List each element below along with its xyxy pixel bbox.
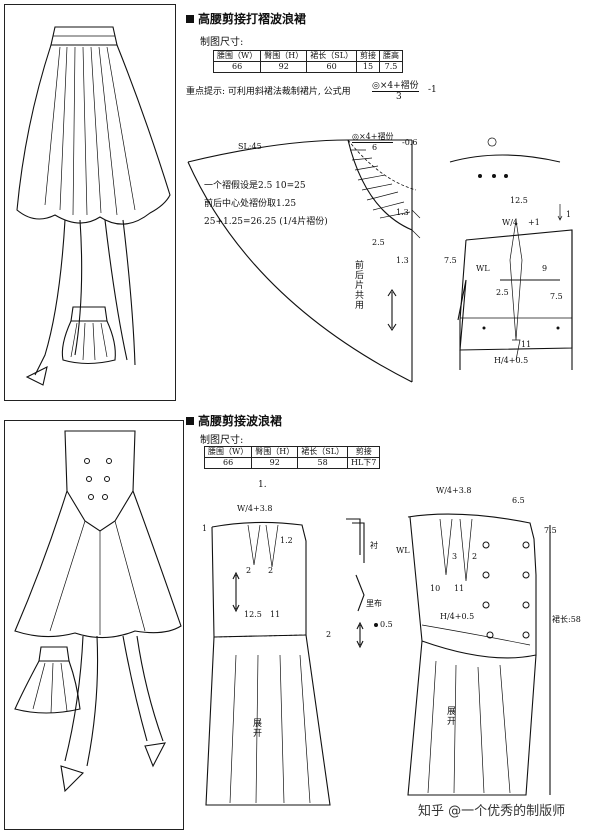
table-cell: 臀围（H） bbox=[260, 50, 308, 62]
fan-formula-suffix: -0.6 bbox=[402, 138, 418, 147]
hint-formula-suffix: -1 bbox=[428, 85, 437, 95]
table-cell: 腰围（W） bbox=[212, 50, 262, 62]
fan-vertical-label: 前后片共用 bbox=[353, 260, 363, 310]
left-1: 1 bbox=[202, 524, 208, 533]
bodice-125: 12.5 bbox=[510, 196, 528, 205]
illustration-frame-bottom bbox=[4, 420, 184, 830]
section1-hint: 重点提示: 可利用斜裙法裁制裙片, 公式用 bbox=[186, 87, 351, 97]
table-cell: 腰围（W） bbox=[203, 446, 253, 458]
fan-pattern-drawing bbox=[187, 139, 421, 383]
table-header-row: 腰围（W） 臀围（H） 裙长（SL） 剪接 腰高 bbox=[212, 50, 404, 62]
fan-measure: 1.3 bbox=[396, 208, 409, 217]
left-2a: 2 bbox=[246, 566, 252, 575]
right-75: 7.5 bbox=[544, 526, 557, 535]
table-cell: 腰高 bbox=[379, 50, 404, 62]
table-cell: 66 bbox=[212, 61, 262, 73]
fan-note-2: 前后中心处褶份取1.25 bbox=[204, 199, 297, 209]
bodice-11: 11 bbox=[521, 340, 532, 349]
bodice-w4: W/4 bbox=[502, 218, 519, 227]
bodice-h4: H/4+0.5 bbox=[494, 356, 529, 365]
table-cell: 92 bbox=[260, 61, 308, 73]
table-cell: HL下7 bbox=[347, 457, 381, 469]
right-w4: W/4+3.8 bbox=[436, 486, 472, 495]
left-12: 1.2 bbox=[280, 536, 293, 545]
left-2b: 2 bbox=[268, 566, 274, 575]
right-10: 10 bbox=[430, 584, 441, 593]
illustration-frame-top bbox=[4, 4, 176, 401]
bodice-plus1: +1 bbox=[528, 218, 540, 227]
fan-formula-top: ◎×4+褶份 bbox=[352, 132, 394, 143]
right-h4: H/4+0.5 bbox=[440, 612, 475, 621]
hint-formula-top: ◎×4+褶份 bbox=[372, 78, 419, 92]
bullet-square-icon bbox=[186, 15, 194, 23]
table-cell: 7.5 bbox=[379, 61, 404, 73]
table-cell: 15 bbox=[356, 61, 381, 73]
right-open-label: 展开 bbox=[445, 706, 455, 726]
step-number: 1. bbox=[258, 480, 267, 490]
section1-size-table: 腰围（W） 臀围（H） 裙长（SL） 剪接 腰高 66 92 60 15 7.5 bbox=[212, 50, 404, 73]
right-panel-drawing bbox=[407, 513, 551, 796]
section2-title: 高腰剪接波浪裙 bbox=[186, 412, 282, 429]
section1-title: 高腰剪接打褶波浪裙 bbox=[186, 10, 306, 27]
fan-note-1: 一个褶假设是2.5 10=25 bbox=[204, 181, 306, 191]
table-cell: 92 bbox=[251, 457, 299, 469]
bodice-75a: 7.5 bbox=[444, 256, 457, 265]
watermark: 知乎 @一个优秀的制版师 bbox=[418, 804, 566, 819]
fan-note-3: 25+1.25=26.25 (1/4片褶份) bbox=[204, 217, 328, 227]
right-2: 2 bbox=[472, 552, 478, 561]
skirt-illustration-2 bbox=[14, 430, 182, 793]
bullet-square-icon bbox=[186, 417, 194, 425]
bodice-pattern-drawing bbox=[449, 137, 573, 370]
right-3: 3 bbox=[452, 552, 458, 561]
fan-formula-bottom: 6 bbox=[372, 143, 378, 152]
table-cell: 臀围（H） bbox=[251, 446, 299, 458]
table-row: 66 92 60 15 7.5 bbox=[212, 61, 404, 73]
fan-sl-label: SL:45 bbox=[238, 142, 262, 151]
lining-label: 衬 bbox=[370, 541, 378, 550]
bodice-25: 2.5 bbox=[496, 288, 509, 297]
middle-pieces-drawing bbox=[346, 518, 378, 649]
left-11: 11 bbox=[270, 610, 281, 619]
bodice-down1: 1 bbox=[566, 210, 572, 219]
left-panel-drawing bbox=[205, 521, 331, 806]
bodice-9: 9 bbox=[542, 264, 548, 273]
left-w4: W/4+3.8 bbox=[237, 504, 273, 513]
left-2c: 2 bbox=[326, 630, 332, 639]
right-11: 11 bbox=[454, 584, 465, 593]
table-cell: 60 bbox=[306, 61, 358, 73]
table-cell: 裙长（SL） bbox=[297, 446, 349, 458]
hint-formula-bottom: 3 bbox=[396, 92, 402, 102]
right-wl: WL bbox=[396, 546, 410, 555]
left-open-label: 展开 bbox=[251, 718, 261, 738]
right-skirt-length: 裙长:58 bbox=[552, 615, 581, 624]
bodice-75b: 7.5 bbox=[550, 292, 563, 301]
section2-size-caption: 制图尺寸: bbox=[200, 435, 244, 446]
bodice-wl: WL bbox=[476, 264, 490, 273]
table-row: 66 92 58 HL下7 bbox=[203, 457, 381, 469]
table-cell: 剪接 bbox=[356, 50, 381, 62]
inner-fabric-label: 里布 bbox=[366, 599, 382, 608]
right-05: 0.5 bbox=[380, 620, 393, 629]
fan-measure: 2.5 bbox=[372, 238, 385, 247]
skirt-illustration-1 bbox=[16, 26, 171, 386]
table-cell: 裙长（SL） bbox=[306, 50, 358, 62]
table-cell: 58 bbox=[297, 457, 349, 469]
table-cell: 66 bbox=[203, 457, 253, 469]
section1-size-caption: 制图尺寸: bbox=[200, 37, 244, 48]
table-cell: 剪接 bbox=[347, 446, 381, 458]
fan-measure: 1.3 bbox=[396, 256, 409, 265]
section2-size-table: 腰围（W） 臀围（H） 裙长（SL） 剪接 66 92 58 HL下7 bbox=[203, 446, 381, 469]
table-header-row: 腰围（W） 臀围（H） 裙长（SL） 剪接 bbox=[203, 446, 381, 458]
right-65: 6.5 bbox=[512, 496, 525, 505]
left-125: 12.5 bbox=[244, 610, 262, 619]
